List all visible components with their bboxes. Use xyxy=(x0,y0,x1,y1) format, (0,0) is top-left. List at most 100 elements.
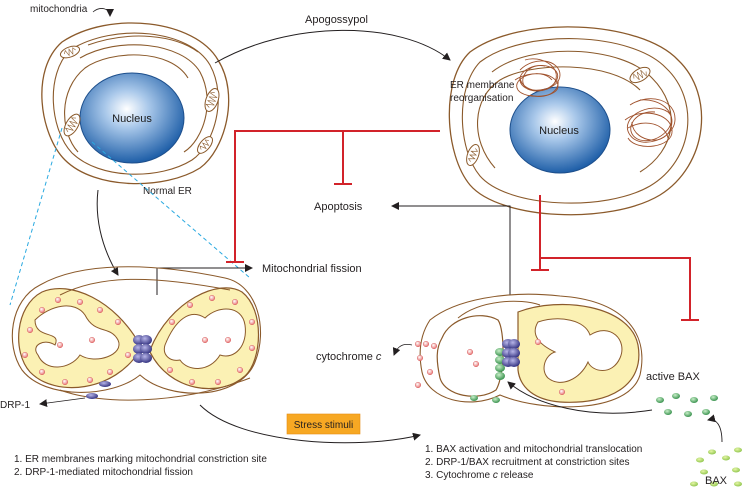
bax-active xyxy=(672,393,680,399)
drp1-free xyxy=(86,393,98,399)
right-list-item-3: 3. Cytochrome c release xyxy=(425,470,534,481)
mito-organelle xyxy=(466,143,480,167)
cytochrome-c-dot xyxy=(88,337,95,344)
right-cell: Nucleus ER membrane reorganisation xyxy=(448,26,703,216)
left-cytochrome-c-dots xyxy=(22,295,255,386)
bax-inactive xyxy=(722,455,730,461)
right-cell-er-3 xyxy=(491,50,672,173)
left-mito-er-wrap xyxy=(11,266,262,394)
bax-oligomer xyxy=(495,372,505,380)
drp1-free xyxy=(99,381,111,387)
cytochrome-c-dot xyxy=(106,369,113,376)
drp1-oligomer xyxy=(140,353,152,363)
left-mito-cristae-left xyxy=(34,305,120,368)
cytochrome-c-dot xyxy=(473,361,480,368)
cytochrome-c-dot xyxy=(76,299,83,306)
left-cell-er-2 xyxy=(52,32,219,175)
cytochrome-c-dot xyxy=(168,319,175,326)
drp1-pointer-arrow xyxy=(39,397,86,408)
cytochrome-c-dot xyxy=(415,382,422,389)
cytochrome-c-dot xyxy=(236,367,243,374)
cytochrome-c-dot xyxy=(114,319,121,326)
drp1-oligomer xyxy=(508,357,520,367)
stress-stimuli-box xyxy=(286,413,361,435)
inhibit-er-to-fission xyxy=(234,130,440,262)
cytochrome-c-dot xyxy=(423,341,430,348)
mito-organelle xyxy=(629,66,651,84)
mito-organelle xyxy=(197,136,213,154)
stress-arrow xyxy=(199,404,421,444)
bax-drp1-complex xyxy=(495,339,520,380)
cytochrome-c-dot xyxy=(248,345,255,352)
cell-to-mito-arrow xyxy=(96,189,119,276)
bax-active xyxy=(664,409,672,415)
right-mitochondria-organelles xyxy=(466,66,651,167)
inhibition-network xyxy=(226,130,699,321)
bax-active xyxy=(690,397,698,403)
cytochrome-c-dot xyxy=(55,297,62,304)
bax-active xyxy=(710,395,718,401)
cytochrome-c-dot xyxy=(214,379,221,386)
apoptosis-label: Apoptosis xyxy=(314,201,363,213)
bax-inactive xyxy=(708,449,716,455)
bax-inactive xyxy=(690,481,698,487)
cytochrome-c-dot xyxy=(27,327,34,334)
cytochrome-c-dot xyxy=(186,302,193,309)
bax-active xyxy=(702,409,710,415)
bax-inactive xyxy=(710,481,718,487)
cytochrome-c-dot xyxy=(231,299,238,306)
right-nucleus xyxy=(509,86,611,174)
drp1-ring-left xyxy=(133,335,152,363)
cytochrome-c-dot xyxy=(39,369,46,376)
zoom-dashed-line-right xyxy=(91,141,251,279)
bax-monomer xyxy=(492,397,500,403)
right-mitochondrion: cytochrome c xyxy=(316,293,643,408)
cytochrome-c-dot xyxy=(417,355,424,362)
cytochrome-c-dot xyxy=(415,341,422,348)
right-list-item-1: 1. BAX activation and mitochondrial tran… xyxy=(425,444,642,455)
left-mitochondrion: DRP-1 xyxy=(0,266,262,411)
active-bax-cluster xyxy=(656,393,718,417)
left-cell-er-outer xyxy=(41,22,230,185)
cytochrome-c-dot xyxy=(96,307,103,314)
bax-active xyxy=(656,397,664,403)
cytochrome-c-dot xyxy=(431,343,438,350)
cytochrome-c-label-italic: c xyxy=(376,351,382,363)
active-bax-to-mito-arrow xyxy=(507,381,653,414)
left-mitochondria-organelles xyxy=(59,45,220,154)
cytochrome-c-dot xyxy=(166,367,173,374)
left-list-item-1: 1. ER membranes marking mitochondrial co… xyxy=(14,454,267,465)
cytochrome-c-dot xyxy=(57,342,64,349)
cytochrome-c-label-text: cytochrome xyxy=(316,351,376,363)
cytochrome-c-dot xyxy=(208,295,215,302)
drp1-oligomer xyxy=(140,335,152,345)
bax-inactive xyxy=(732,467,740,473)
cytochrome-release-arrow xyxy=(392,343,413,356)
cytochrome-c-dot xyxy=(124,352,131,359)
right-mito-er-wrap xyxy=(419,293,643,408)
active-bax-label: active BAX xyxy=(646,371,700,383)
cytochrome-c-dot xyxy=(467,349,474,356)
drp1-oligomer xyxy=(508,348,520,358)
bax-label: BAX xyxy=(705,475,728,487)
er-reorg-label-line1: ER membrane xyxy=(450,80,515,91)
bax-monomer xyxy=(470,395,478,401)
left-mito-er-tube-2 xyxy=(59,377,251,401)
left-cell-er-5 xyxy=(87,35,199,53)
cytochrome-c-dot xyxy=(427,369,434,376)
zoom-dashed-line-left xyxy=(9,127,63,306)
bax-inactive xyxy=(734,481,742,487)
right-list-item-3-pre: 3. Cytochrome xyxy=(425,470,493,481)
bax-inactive xyxy=(696,457,704,463)
left-mito-er-tube xyxy=(59,278,231,296)
left-cell-er-3 xyxy=(79,44,208,153)
mito-fission-label: Mitochondrial fission xyxy=(262,263,362,275)
cytochrome-c-label: cytochrome c xyxy=(316,351,382,363)
mito-organelle xyxy=(63,113,81,137)
left-cell: Nucleus mitochondria Normal ER xyxy=(30,4,230,197)
drp1-oligomer xyxy=(508,339,520,349)
bax-inactive xyxy=(700,469,708,475)
cytochrome-c-dot xyxy=(559,389,566,396)
right-list-item-2: 2. DRP-1/BAX recruitment at constriction… xyxy=(425,457,630,468)
